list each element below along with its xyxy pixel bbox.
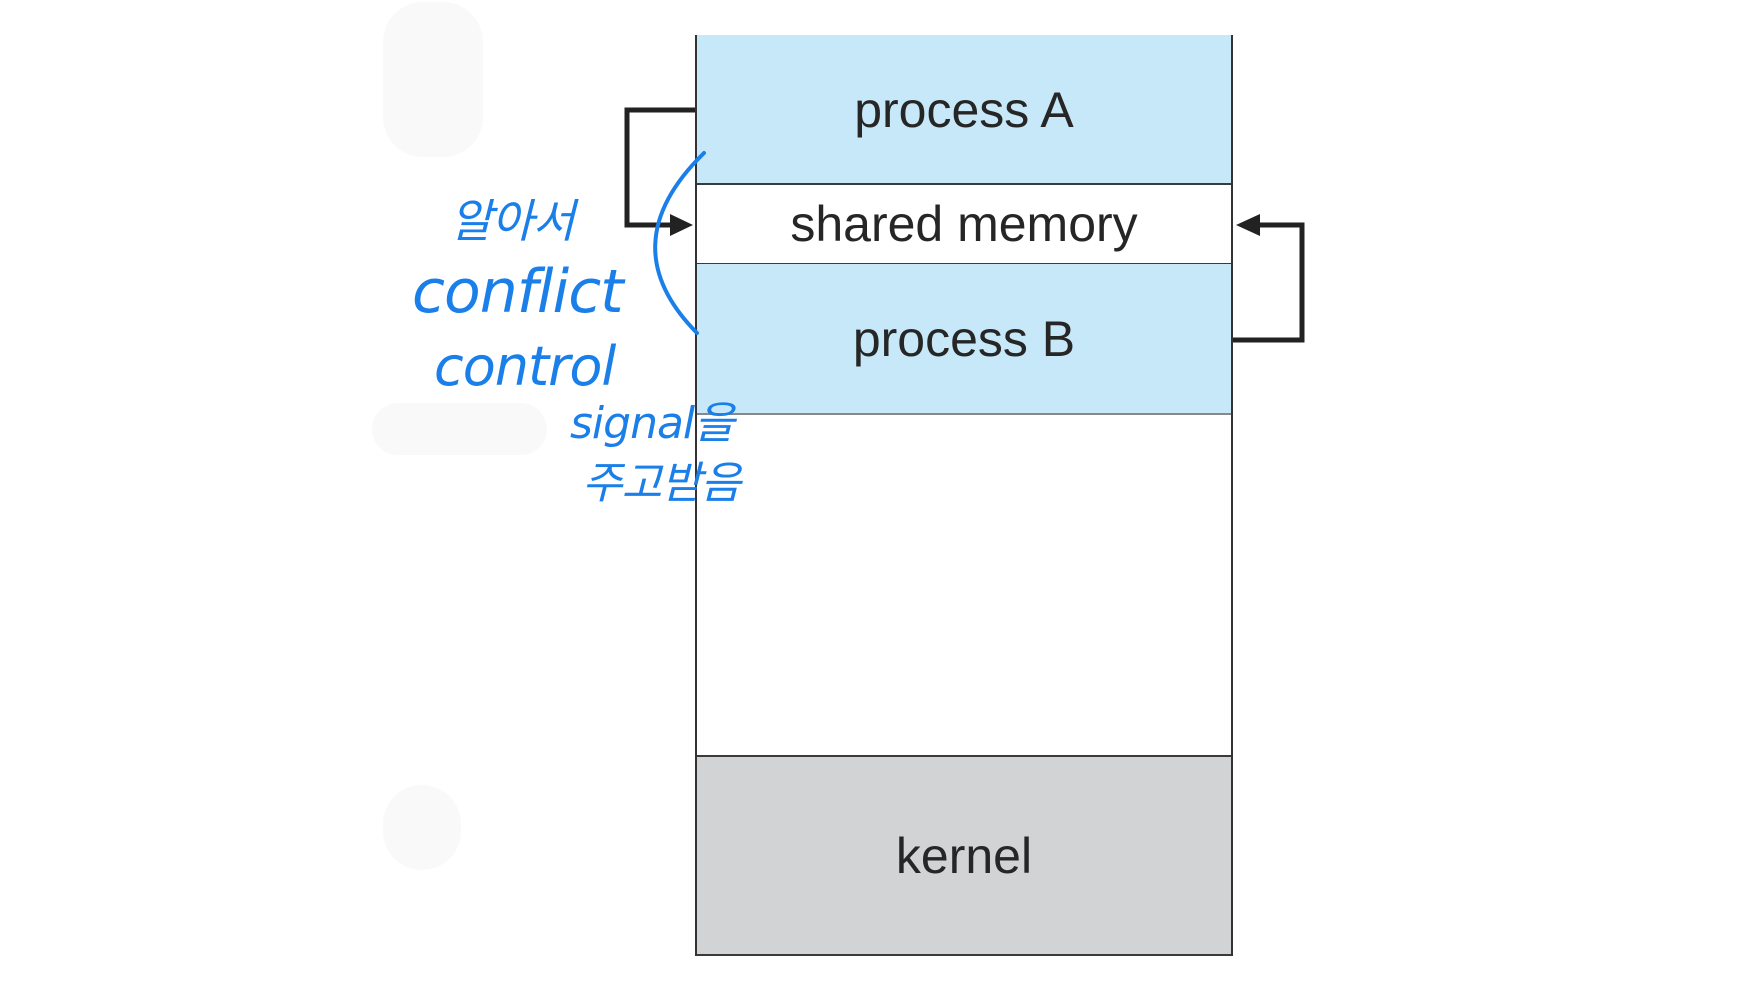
arrowhead-icon bbox=[1236, 214, 1260, 236]
process-b-region: process B bbox=[697, 264, 1231, 415]
annotation-line-5: 주고받음 bbox=[582, 458, 741, 509]
arrowhead-icon bbox=[670, 214, 693, 236]
annotation-line-3: control bbox=[434, 335, 616, 398]
annotation-line-1: 알아서 bbox=[450, 194, 575, 248]
free-region bbox=[697, 415, 1231, 756]
annotation-line-4: signal을 bbox=[570, 398, 735, 449]
erased-mark bbox=[383, 2, 483, 157]
annotation-bracket-arc bbox=[653, 151, 706, 335]
process-a-region: process A bbox=[697, 35, 1231, 184]
process-a-label: process A bbox=[854, 81, 1074, 138]
kernel-region: kernel bbox=[697, 755, 1231, 956]
annotation-line-2: conflict bbox=[412, 257, 624, 327]
shared-memory-label: shared memory bbox=[790, 196, 1138, 252]
process-b-label: process B bbox=[852, 310, 1076, 367]
kernel-label: kernel bbox=[895, 827, 1033, 884]
erased-mark bbox=[383, 785, 461, 870]
shared-memory-region: shared memory bbox=[697, 183, 1231, 265]
memory-layout: process A shared memory process B kernel bbox=[695, 35, 1233, 956]
erased-mark bbox=[372, 403, 547, 455]
arrow-process-a-to-shared bbox=[624, 107, 695, 236]
arrow-process-b-to-shared bbox=[1233, 214, 1305, 343]
